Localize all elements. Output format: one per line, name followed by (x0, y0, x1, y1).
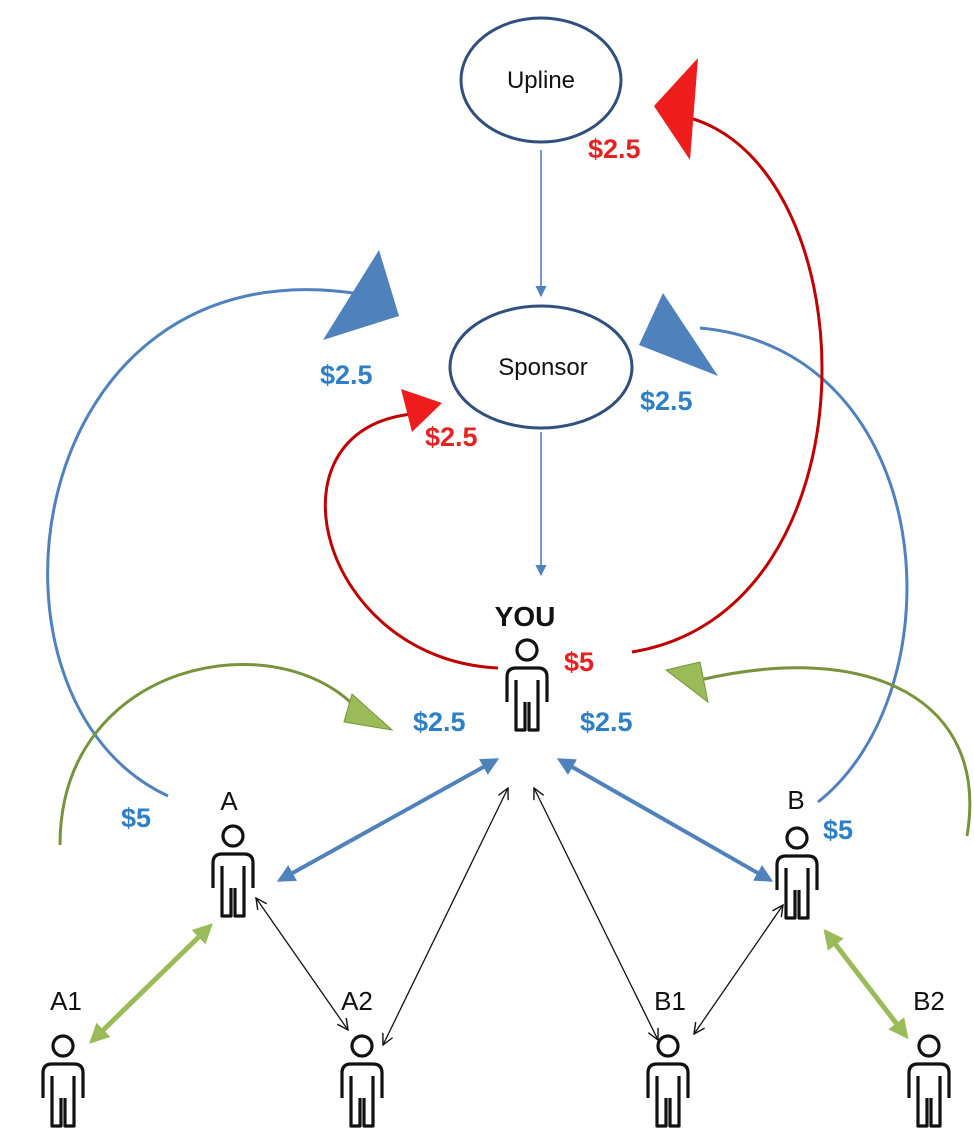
you-blue-amount-left: $2.5 (413, 707, 466, 737)
person-b1-label: B1 (654, 986, 686, 1016)
sponsor-ellipse (448, 304, 634, 430)
b2-to-you-arrowhead (664, 661, 709, 704)
a1-amount: $5 (121, 803, 151, 833)
you-to-upline-curve (631, 116, 824, 654)
upline-ellipse (459, 16, 623, 144)
a1-to-you-curve (58, 662, 362, 846)
sponsor-label: Sponsor (498, 354, 587, 381)
b-b1-link (694, 905, 783, 1034)
sponsor-node: Sponsor (448, 304, 634, 430)
person-a-icon (211, 824, 255, 918)
b2-amount: $5 (823, 815, 853, 845)
you-to-sponsor-arrowhead (401, 389, 442, 432)
person-a1-icon (41, 1034, 85, 1128)
you-label: YOU (495, 601, 556, 632)
b-to-sponsor-curve (699, 326, 909, 804)
you-a2-link (383, 788, 508, 1045)
upline-amount: $2.5 (588, 134, 641, 164)
person-a2-label: A2 (341, 986, 373, 1016)
a1-to-you-arrowhead (343, 693, 394, 731)
person-a2-icon (340, 1034, 384, 1128)
b2-to-you-curve (699, 666, 972, 837)
a-a2-link (256, 898, 348, 1030)
person-b1-icon (646, 1034, 690, 1128)
you-to-upline-arrowhead (654, 58, 698, 160)
a-to-sponsor-arrowhead (323, 250, 399, 340)
upline-label: Upline (507, 67, 575, 94)
person-b2-label: B2 (913, 986, 945, 1016)
you-red-amount: $5 (564, 647, 594, 677)
a-a1-link (89, 923, 213, 1044)
b-to-sponsor-arrowhead (639, 293, 718, 376)
you-to-sponsor-curve (323, 412, 499, 670)
person-a-label: A (220, 786, 238, 816)
you-a-link (276, 758, 500, 882)
person-b2-icon (907, 1034, 951, 1128)
upline-node: Upline (459, 16, 623, 144)
people-group (41, 638, 951, 1128)
a-to-sponsor-curve (46, 288, 361, 798)
b-b2-link (823, 928, 909, 1040)
person-you-icon (505, 638, 549, 732)
sponsor-amount-blue-right: $2.5 (640, 386, 693, 416)
you-blue-amount-right: $2.5 (580, 707, 633, 737)
sponsor-amount-blue-left: $2.5 (320, 360, 373, 390)
person-a1-label: A1 (50, 986, 82, 1016)
you-b1-link (534, 788, 658, 1040)
you-b-link (556, 758, 774, 882)
sponsor-amount-red: $2.5 (425, 422, 478, 452)
person-b-label: B (787, 785, 804, 815)
person-b-icon (775, 826, 819, 920)
